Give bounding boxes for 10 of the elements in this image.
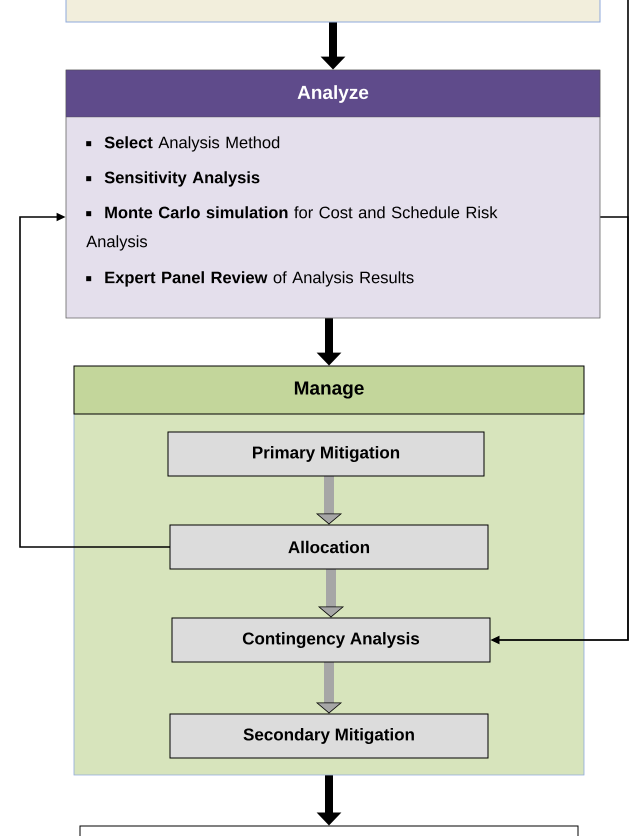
process-box: Contingency Analysis [172, 618, 490, 662]
bullet-item: Expert Panel Review of Analysis Results [86, 271, 414, 287]
box [80, 826, 578, 836]
arrow [19, 212, 170, 548]
bullet-item: Sensitivity Analysis [86, 171, 260, 187]
process-box: Allocation [170, 524, 488, 570]
process-box: Primary Mitigation [168, 432, 484, 476]
bullet-item: Select Analysis Method [86, 136, 280, 152]
process-box: Secondary Mitigation [170, 714, 488, 758]
box [66, 0, 600, 22]
